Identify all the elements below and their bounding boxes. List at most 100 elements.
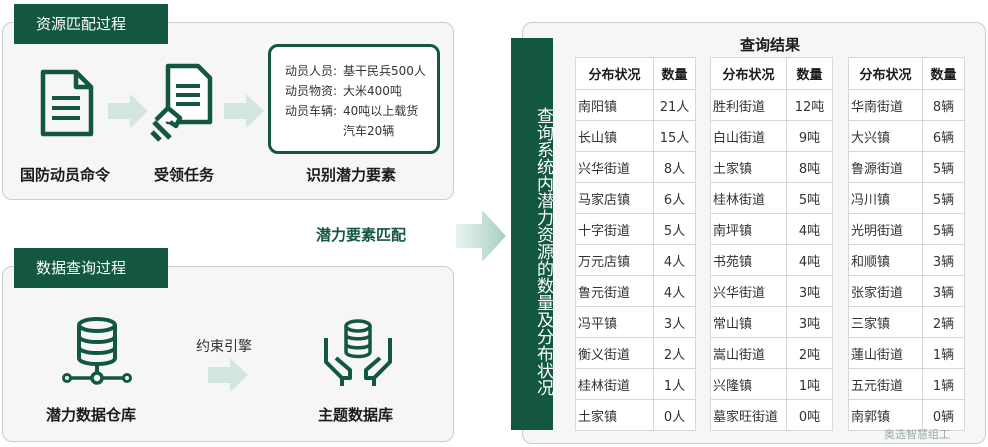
result-title: 查询结果 — [740, 36, 801, 54]
cell-place: 土家镇 — [575, 399, 654, 431]
requirements-box: 动员人员:基干民兵500人 动员物资:大米400吨 动员车辆:40吨以上载货 汽… — [268, 44, 440, 154]
cell-qty: 1辆 — [922, 337, 965, 369]
cell-place: 大兴镇 — [848, 120, 923, 152]
cell-qty: 0辆 — [922, 399, 965, 431]
cell-qty: 4人 — [653, 275, 696, 307]
database-network-icon — [62, 317, 132, 385]
cell-place: 冯川镇 — [848, 182, 923, 214]
cell-qty: 9吨 — [786, 120, 833, 152]
cell-place: 常山镇 — [710, 306, 787, 338]
cell-qty: 2吨 — [786, 337, 833, 369]
cell-place: 万元店镇 — [575, 244, 654, 276]
cell-qty: 6人 — [653, 182, 696, 214]
cell-qty: 12吨 — [786, 89, 833, 121]
constraint-engine-label: 约束引擎 — [196, 339, 252, 355]
cell-qty: 6辆 — [922, 120, 965, 152]
cell-qty: 5辆 — [922, 151, 965, 183]
warehouse-label: 潜力数据仓库 — [46, 406, 137, 424]
cell-place: 土家镇 — [710, 151, 787, 183]
cell-qty: 8辆 — [922, 89, 965, 121]
cell-qty: 3吨 — [786, 306, 833, 338]
header-qty: 数量 — [786, 57, 833, 90]
cell-qty: 0人 — [653, 399, 696, 431]
cell-place: 鲁源街道 — [848, 151, 923, 183]
cell-qty: 3辆 — [922, 275, 965, 307]
cell-place: 兴华街道 — [710, 275, 787, 307]
cell-qty: 3吨 — [786, 275, 833, 307]
table-header-row: 分布状况 数量 — [848, 57, 965, 90]
cell-qty: 2辆 — [922, 306, 965, 338]
cell-qty: 2人 — [653, 337, 696, 369]
requirement-material: 动员物资:大米400吨 — [285, 84, 402, 98]
header-place: 分布状况 — [710, 57, 787, 90]
table-header-row: 分布状况 数量 — [710, 57, 833, 90]
watermark-text: 奥选智慧组工 — [884, 428, 950, 441]
step-order-label: 国防动员命令 — [20, 166, 111, 184]
header-qty: 数量 — [653, 57, 696, 90]
cell-place: 兴华街道 — [575, 151, 654, 183]
chevron-right-icon — [108, 94, 148, 128]
cell-place: 桂林街道 — [575, 368, 654, 400]
cell-place: 十字街道 — [575, 213, 654, 245]
cell-place: 冯平镇 — [575, 306, 654, 338]
header-place: 分布状况 — [575, 57, 654, 90]
cell-place: 蓮山街道 — [848, 337, 923, 369]
step-identify-label: 识别潜力要素 — [306, 166, 397, 184]
cell-place: 胜利街道 — [710, 89, 787, 121]
cell-place: 墓家旺街道 — [710, 399, 787, 431]
cell-qty: 3人 — [653, 306, 696, 338]
cell-place: 马家店镇 — [575, 182, 654, 214]
cell-qty: 5辆 — [922, 182, 965, 214]
hand-document-icon — [150, 63, 213, 142]
requirement-vehicle: 动员车辆:40吨以上载货 — [285, 104, 419, 118]
requirement-vehicle-cont: 汽车20辆 — [343, 124, 395, 138]
cell-place: 光明街道 — [848, 213, 923, 245]
query-banner: 查询系统内潜力资源的数量及分布状况 — [511, 38, 553, 430]
cell-place: 长山镇 — [575, 120, 654, 152]
chevron-right-icon — [224, 94, 264, 128]
cell-place: 南阳镇 — [575, 89, 654, 121]
cell-place: 华南街道 — [848, 89, 923, 121]
cell-qty: 15人 — [653, 120, 696, 152]
cell-place: 衡义街道 — [575, 337, 654, 369]
topic-db-label: 主题数据库 — [318, 406, 394, 424]
cell-place: 桂林街道 — [710, 182, 787, 214]
step-task-label: 受领任务 — [154, 166, 215, 184]
cell-place: 和顺镇 — [848, 244, 923, 276]
match-label: 潜力要素匹配 — [316, 226, 407, 244]
cell-qty: 8吨 — [786, 151, 833, 183]
cell-place: 兴隆镇 — [710, 368, 787, 400]
cell-qty: 5人 — [653, 213, 696, 245]
cell-place: 三家镇 — [848, 306, 923, 338]
cell-qty: 4吨 — [786, 213, 833, 245]
cell-qty: 4人 — [653, 244, 696, 276]
cell-qty: 1人 — [653, 368, 696, 400]
cell-place: 白山街道 — [710, 120, 787, 152]
